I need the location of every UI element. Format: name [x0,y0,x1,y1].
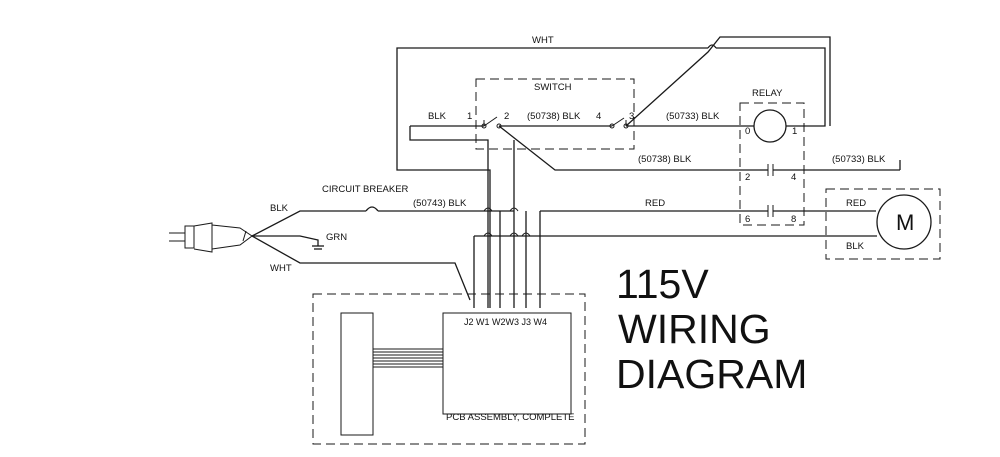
diagram-title-line3: DIAGRAM [616,351,807,397]
blk-motor-label: BLK [846,241,865,252]
ground-icon [312,245,324,250]
wht-plug-wire [251,235,471,301]
pcb-module [442,312,572,415]
switch-label: SWITCH [534,82,572,93]
grn-label: GRN [326,232,347,243]
wire-50738-mid-label: (50738) BLK [638,154,692,165]
relay-pin1: 1 [792,126,797,137]
relay-coil [753,109,787,143]
relay-pin0: 0 [745,126,750,137]
switch-pin4: 4 [596,111,601,122]
wire-50733-mid-label: (50733) BLK [832,154,886,165]
power-plug [169,222,253,253]
motor-label: M [896,210,914,235]
red-label: RED [645,198,665,209]
wire-50733-top-label: (50733) BLK [666,111,720,122]
grn-wire [252,235,319,246]
pcb-ribbon-cable [373,348,443,368]
switch-pin1: 1 [467,111,472,122]
pcb-terminals-label: J2 W1 W2W3 J3 W4 [464,317,547,327]
pcb-connector [340,312,374,436]
pcb-assembly-label: PCB ASSEMBLY, COMPLETE [446,412,574,423]
pcb-terminal-wires [473,207,541,308]
switch-pin3: 3 [629,111,634,122]
blk-plug-wire [251,210,366,237]
diagram-title-line1: 115V [616,261,709,307]
wht-plug-label: WHT [270,263,292,274]
wire-50738-top-label: (50738) BLK [527,111,581,122]
relay [540,109,901,217]
wire-50743-label: (50743) BLK [413,198,467,209]
relay-pin2: 2 [745,172,750,183]
wire-50738 [498,125,760,171]
wht-top-label: WHT [532,35,554,46]
red-motor-label: RED [846,198,866,209]
relay-pin6: 6 [745,214,750,225]
relay-pin4: 4 [791,172,796,183]
relay-pin8: 8 [791,214,796,225]
blk-plug-label: BLK [270,203,289,214]
wht-top-wire [396,36,831,308]
blk-switch-in-wire [409,126,489,308]
diagram-title-line2: WIRING [618,306,771,352]
motor [540,194,932,250]
motor-symbol [876,194,932,250]
relay-box [739,102,805,226]
switch-pin2: 2 [504,111,509,122]
circuit-breaker-label: CIRCUIT BREAKER [322,184,409,195]
switch-contacts [410,116,736,129]
motor-box [825,188,941,260]
switch-box [475,78,635,150]
circuit-breaker-symbol [365,206,379,212]
relay-label: RELAY [752,88,783,99]
blk-switch-in-label: BLK [428,111,447,122]
